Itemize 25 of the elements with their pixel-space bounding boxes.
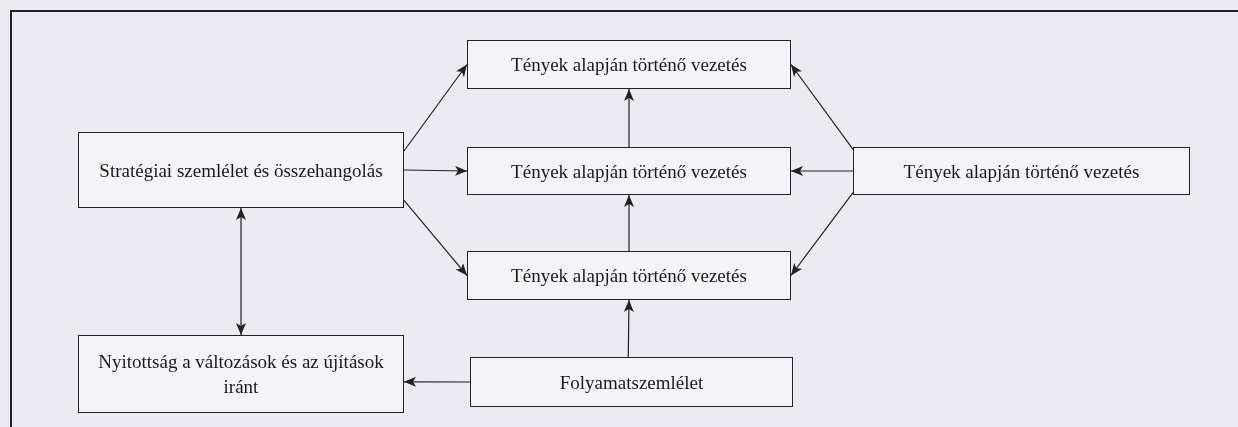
arrow [403,165,468,176]
arrow [790,192,854,277]
arrow [236,207,246,336]
arrow [403,376,471,387]
box-label: Folyamatszemlélet [558,370,705,395]
process-box [470,357,793,407]
box-label: Tények alapján történő vezetés [510,159,748,184]
process-box [853,147,1190,195]
process-box [78,335,404,413]
process-box [467,147,791,195]
box-label: Nyitottság a változások és az újítások iránt [97,350,385,399]
box-label: Tények alapján történő vezetés [902,159,1141,184]
arrow [790,63,854,150]
box-label: Tények alapján történő vezetés [510,53,748,77]
arrow [623,299,634,358]
box-label: Tények alapján történő vezetés [510,264,748,288]
arrow [403,199,468,277]
process-box [467,40,791,89]
process-box [78,132,404,208]
arrow [790,166,854,176]
arrow [403,63,468,152]
arrow [624,194,634,252]
box-label: Stratégiai szemlélet és összehangolás [98,158,384,183]
process-box [467,251,791,300]
arrow [624,88,634,148]
